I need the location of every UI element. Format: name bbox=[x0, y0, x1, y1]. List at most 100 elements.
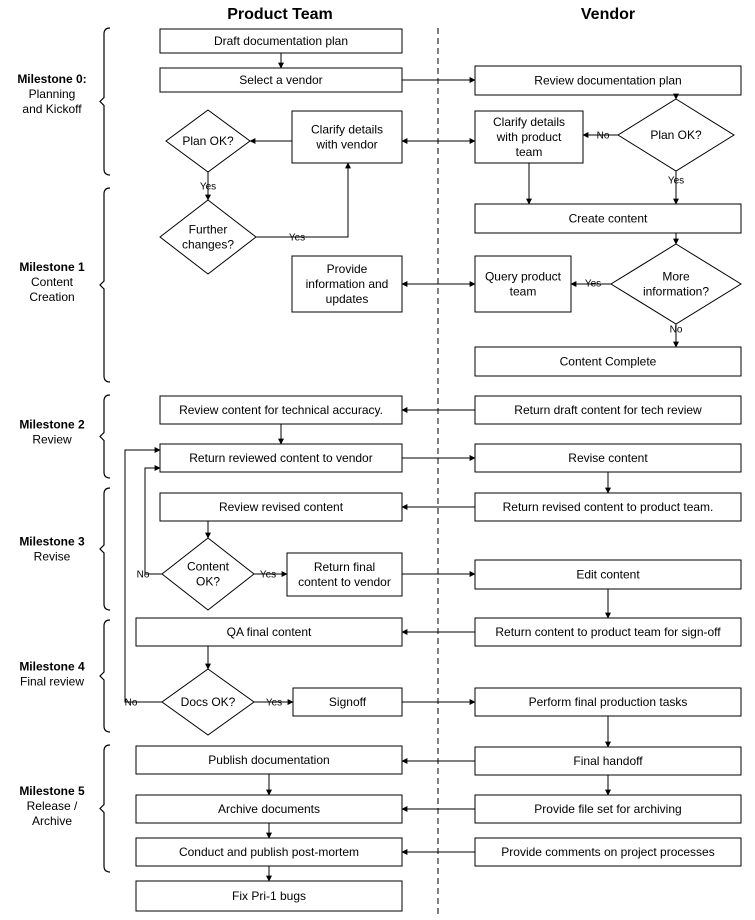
connector-arrow bbox=[124, 447, 162, 703]
return-draft-box bbox=[474, 395, 742, 425]
milestone-bracket bbox=[99, 27, 111, 176]
edge-label-no: No bbox=[670, 325, 683, 336]
query-team-text: team bbox=[510, 285, 537, 299]
select-vendor-box bbox=[159, 67, 403, 93]
revise-content-text: Revise content bbox=[568, 451, 648, 465]
milestone-title: Milestone 4 bbox=[19, 660, 85, 674]
content-complete-text: Content Complete bbox=[560, 355, 657, 369]
draft-plan-text: Draft documentation plan bbox=[214, 34, 348, 48]
final-production-box bbox=[474, 687, 742, 717]
edge-label-no: No bbox=[597, 131, 610, 142]
fix-bugs-text: Fix Pri-1 bugs bbox=[232, 889, 306, 903]
select-vendor-text: Select a vendor bbox=[239, 73, 322, 87]
clarify-product-text: Clarify details bbox=[493, 115, 565, 129]
edge-label-no: No bbox=[125, 698, 138, 709]
return-revised-text: Return revised content to product team. bbox=[503, 500, 714, 514]
connector-arrow bbox=[256, 162, 351, 238]
return-reviewed-text: Return reviewed content to vendor bbox=[189, 451, 372, 465]
create-content-box bbox=[474, 203, 742, 234]
final-handoff-text: Final handoff bbox=[573, 754, 643, 768]
milestone-subtitle: and Kickoff bbox=[22, 102, 82, 116]
milestone-title: Milestone 0: bbox=[17, 72, 86, 86]
milestone-subtitle: Release / bbox=[27, 799, 78, 813]
signoff-box bbox=[292, 687, 403, 717]
return-final-box bbox=[286, 552, 403, 597]
milestone-bracket bbox=[99, 187, 111, 383]
milestone-bracket bbox=[99, 744, 111, 873]
archive-docs-text: Archive documents bbox=[218, 802, 320, 816]
return-final-text: content to vendor bbox=[298, 575, 391, 589]
milestone-subtitle: Revise bbox=[34, 550, 71, 564]
edge-label-no: No bbox=[137, 570, 150, 581]
provide-info-text: updates bbox=[326, 292, 369, 306]
return-draft-text: Return draft content for tech review bbox=[514, 403, 702, 417]
docs-ok-text: Docs OK? bbox=[181, 695, 236, 709]
milestone-subtitle: Review bbox=[32, 433, 72, 447]
clarify-vendor-text: Clarify details bbox=[311, 123, 383, 137]
more-info-text: information? bbox=[643, 285, 709, 299]
post-mortem-text: Conduct and publish post-mortem bbox=[179, 845, 359, 859]
content-ok-text: Content bbox=[187, 560, 230, 574]
revise-content-box bbox=[474, 443, 742, 473]
connector-arrow bbox=[144, 465, 162, 575]
provide-info-text: information and bbox=[306, 277, 389, 291]
pt-plan-ok-text: Plan OK? bbox=[182, 134, 234, 148]
fix-bugs-box bbox=[135, 880, 403, 912]
edit-content-text: Edit content bbox=[576, 568, 640, 582]
review-revised-text: Review revised content bbox=[219, 500, 344, 514]
return-signoff-box bbox=[474, 617, 742, 647]
clarify-product-text: with product bbox=[496, 130, 562, 144]
review-accuracy-box bbox=[159, 395, 403, 425]
provide-info-box bbox=[291, 255, 403, 313]
query-team-text: Query product bbox=[485, 270, 562, 284]
clarify-product-box bbox=[474, 110, 584, 164]
final-production-text: Perform final production tasks bbox=[529, 695, 688, 709]
return-final-text: Return final bbox=[314, 560, 375, 574]
further-changes-text: changes? bbox=[182, 238, 234, 252]
milestone-subtitle: Final review bbox=[20, 675, 84, 689]
v-plan-ok-text: Plan OK? bbox=[650, 128, 702, 142]
vendor-header: Vendor bbox=[581, 6, 635, 23]
more-info-text: More bbox=[662, 270, 690, 284]
further-changes-diamond bbox=[159, 199, 257, 275]
provide-info-text: Provide bbox=[327, 262, 368, 276]
clarify-product-text: team bbox=[516, 145, 543, 159]
milestone-subtitle: Planning bbox=[29, 87, 76, 101]
publish-docs-box bbox=[135, 745, 403, 775]
qa-final-text: QA final content bbox=[227, 625, 312, 639]
milestone-title: Milestone 5 bbox=[19, 784, 85, 798]
further-changes-text: Further bbox=[189, 223, 228, 237]
provide-comments-text: Provide comments on project processes bbox=[501, 845, 714, 859]
edge-label-yes: Yes bbox=[585, 279, 601, 290]
query-team-box bbox=[474, 255, 572, 313]
milestone-title: Milestone 1 bbox=[19, 260, 85, 274]
post-mortem-box bbox=[135, 837, 403, 867]
provide-fileset-text: Provide file set for archiving bbox=[534, 802, 681, 816]
edge-label-yes: Yes bbox=[668, 176, 684, 187]
milestone-subtitle: Content bbox=[31, 275, 74, 289]
content-ok-text: OK? bbox=[196, 575, 220, 589]
milestone-bracket bbox=[99, 487, 111, 611]
clarify-vendor-box bbox=[291, 110, 403, 164]
return-signoff-text: Return content to product team for sign-… bbox=[495, 625, 721, 639]
edge-label-yes: Yes bbox=[289, 233, 305, 244]
milestone-title: Milestone 2 bbox=[19, 418, 85, 432]
milestone-subtitle: Creation bbox=[29, 290, 74, 304]
edge-label-yes: Yes bbox=[260, 570, 276, 581]
provide-fileset-box bbox=[474, 794, 742, 824]
milestone-bracket bbox=[99, 619, 111, 733]
signoff-text: Signoff bbox=[329, 695, 367, 709]
edit-content-box bbox=[474, 559, 742, 590]
review-plan-text: Review documentation plan bbox=[534, 74, 681, 88]
clarify-vendor-text: with vendor bbox=[315, 138, 377, 152]
publish-docs-text: Publish documentation bbox=[208, 753, 329, 767]
docs-ok-diamond bbox=[161, 668, 255, 736]
review-revised-box bbox=[159, 492, 403, 522]
final-handoff-box bbox=[474, 746, 742, 776]
create-content-text: Create content bbox=[569, 212, 648, 226]
product-team-header: Product Team bbox=[227, 6, 333, 23]
milestone-title: Milestone 3 bbox=[19, 535, 85, 549]
edge-label-yes: Yes bbox=[200, 182, 216, 193]
